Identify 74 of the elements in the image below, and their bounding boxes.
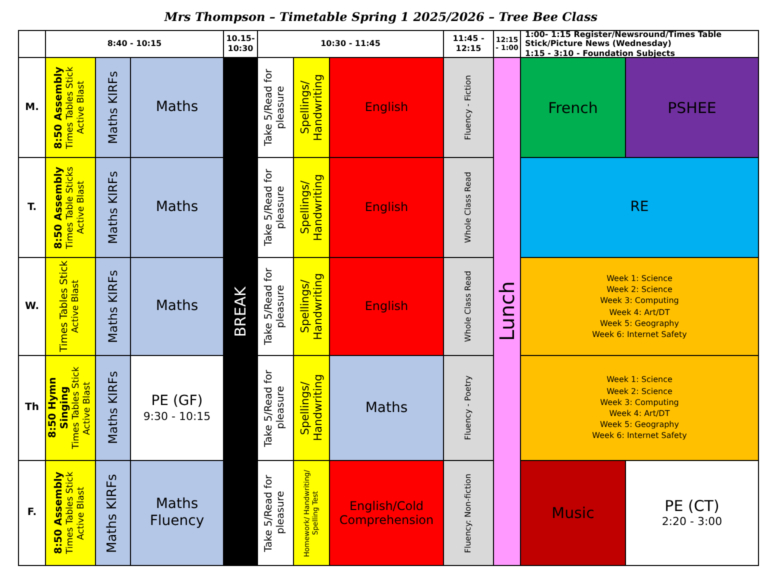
subject-label: 9:30 - 10:15: [143, 410, 211, 423]
day-label: T.: [27, 202, 37, 214]
subject-label: Fluency: Non-fiction: [464, 473, 474, 553]
subject-label: Maths: [156, 199, 198, 216]
subject-label: Maths KIRFs: [105, 473, 121, 553]
subject-label: Take 5/Read for pleasure: [264, 266, 288, 348]
day-label: Th: [25, 402, 39, 414]
activity-text: Active Blast: [82, 381, 94, 435]
activity-text: Times Tables Stick: [59, 260, 71, 352]
topic-text: Week 4: Art/DT: [609, 408, 670, 420]
subject-label: Maths KIRFs: [106, 71, 120, 144]
subject-label: PE (GF): [151, 393, 203, 410]
subject-label: Take 5/Read for pleasure: [264, 168, 288, 248]
topic-text: Week 5: Geography: [600, 419, 679, 430]
time-label: 10:30 - 11:45: [320, 39, 380, 49]
subject-label: PE (CT): [664, 497, 720, 516]
time-label: 8:40 - 10:15: [107, 39, 162, 49]
activity-text: Active Blast: [76, 80, 88, 134]
subject-label: Take 5/Read for pleasure: [264, 473, 288, 554]
subject-label: Spellings/ Handwriting: [298, 173, 325, 243]
topic-text: Week 3: Computing: [600, 295, 679, 306]
activity-text: Times Tables Stick: [66, 66, 76, 149]
topic-text: Week 6: Internet Safety: [592, 430, 687, 442]
activity-text: 8:50 Hymn Singing: [48, 376, 72, 440]
day-label: M.: [25, 102, 39, 114]
subject-label: Take 5/Read for pleasure: [264, 368, 288, 449]
subject-label: Maths: [365, 400, 408, 416]
activity-text: Active Blast: [76, 486, 88, 540]
day-label: F.: [27, 507, 37, 519]
topic-text: Week 4: Art/DT: [609, 306, 670, 318]
subject-label: Take 5/Read for pleasure: [264, 68, 288, 148]
activity-text: Times Tables Stick: [66, 472, 76, 554]
subject-label: Spellings/ Handwriting: [298, 272, 325, 342]
subject-label: Maths KIRFs: [106, 171, 120, 244]
subject-label: RE: [630, 199, 649, 216]
subject-label: English/Cold Comprehension: [338, 498, 435, 528]
subject-label: Maths: [156, 99, 198, 116]
time-label: 11:45 - 12:15: [452, 34, 486, 54]
topic-text: Week 6: Internet Safety: [592, 328, 687, 340]
subject-label: Whole Class Read: [464, 270, 474, 342]
day-label: W.: [24, 300, 39, 312]
subject-label: Maths KIRFs: [106, 270, 120, 343]
timetable-title: Mrs Thompson – Timetable Spring 1 2025/2026 – Tree Bee Class: [163, 10, 599, 24]
subject-label: Maths: [156, 298, 198, 315]
subject-label: English: [364, 100, 408, 115]
subject-label: English: [364, 200, 408, 215]
activity-text: 8:50 Assembly: [54, 66, 66, 149]
topic-text: Week 2: Science: [606, 386, 672, 397]
subject-label: Maths Fluency: [148, 496, 206, 530]
activity-text: Active Blast: [71, 280, 82, 334]
subject-label: 2:20 - 3:00: [662, 515, 722, 529]
topic-text: Week 5: Geography: [600, 318, 679, 329]
subject-label: Fluency - Fiction: [464, 75, 474, 140]
activity-text: Times Table Sticks: [66, 166, 76, 249]
subject-label: PSHEE: [668, 98, 716, 116]
topic-text: Week 1: Science: [606, 272, 672, 284]
subject-label: Spellings/ Handwriting: [298, 73, 325, 143]
subject-label: English: [364, 299, 408, 314]
time-label: 10.15-10:30: [225, 34, 256, 54]
subject-label: Lunch: [495, 282, 519, 342]
activity-text: 8:50 Assembly: [54, 166, 66, 249]
subject-label: Whole Class Read: [464, 172, 474, 244]
subject-label: Fluency - Poetry: [464, 376, 474, 440]
activity-text: Active Blast: [76, 180, 88, 234]
subject-label: Music: [552, 504, 594, 522]
subject-label: French: [548, 98, 598, 116]
subject-label: Maths KIRFs: [106, 372, 120, 444]
activity-text: 8:50 Assembly: [54, 472, 66, 554]
subject-label: BREAK: [232, 286, 250, 337]
topic-text: Week 1: Science: [606, 374, 672, 386]
topic-text: Week 3: Computing: [600, 396, 679, 408]
subject-label: Spellings/ Handwriting: [298, 374, 325, 444]
topic-text: Week 2: Science: [606, 284, 672, 296]
activity-text: Times Tables Stick: [72, 366, 82, 450]
